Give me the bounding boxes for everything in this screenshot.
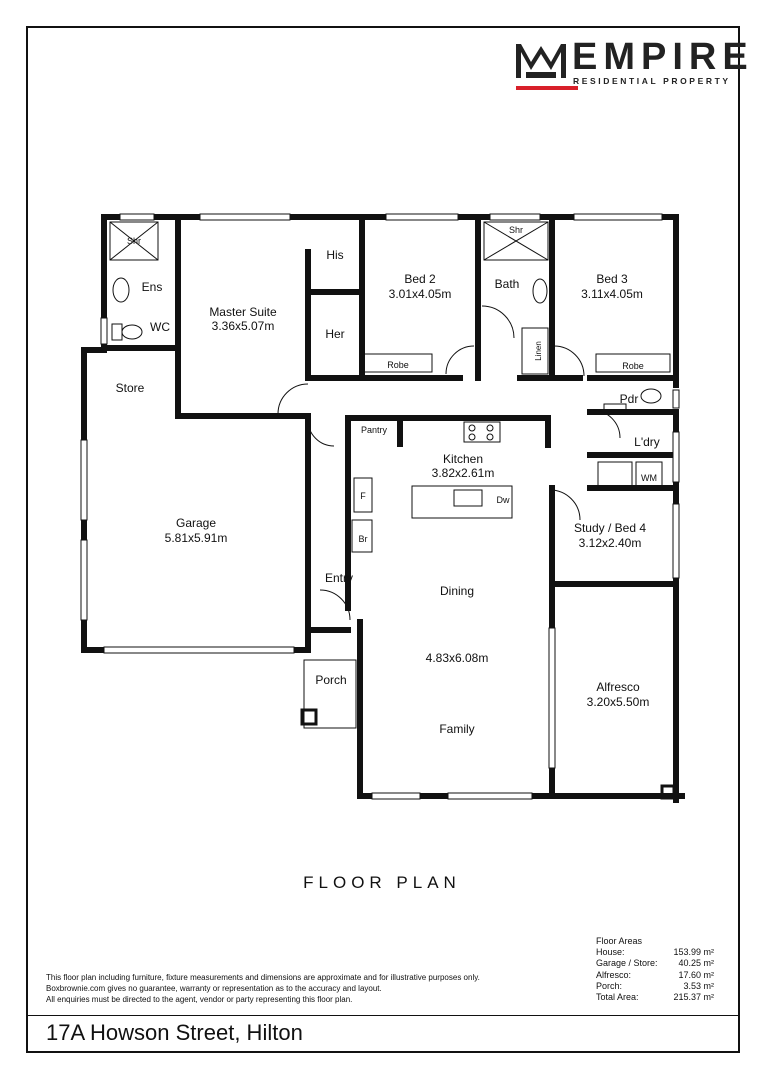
bath-label: Bath <box>495 277 520 291</box>
disclaimer-line: Boxbrownie.com gives no guarantee, warra… <box>46 984 382 993</box>
ensuite-shower-label: Shr <box>127 236 141 246</box>
area-label: Total Area: <box>596 992 639 1003</box>
his-robe-label: His <box>326 248 343 262</box>
area-value: 153.99 m² <box>673 947 714 958</box>
disclaimer: This floor plan including furniture, fix… <box>46 972 566 1005</box>
walls <box>81 214 685 803</box>
area-row: House: 153.99 m² <box>596 947 726 958</box>
broom-cupboard-label: Br <box>359 534 368 544</box>
bed3-robe-label: Robe <box>622 361 644 371</box>
wc-label: WC <box>150 320 170 334</box>
pantry-label: Pantry <box>361 425 388 435</box>
laundry-label: L'dry <box>634 435 660 449</box>
fridge-label: F <box>360 491 366 501</box>
windows <box>80 213 680 800</box>
area-row: Total Area: 215.37 m² <box>596 992 726 1003</box>
area-label: Garage / Store: <box>596 958 658 969</box>
washing-machine-label: WM <box>641 473 657 483</box>
ensuite-label: Ens <box>142 280 163 294</box>
dining-label: Dining <box>440 584 474 598</box>
master-suite-label: Master Suite <box>209 305 277 319</box>
alfresco-label: Alfresco <box>596 680 640 694</box>
her-robe-label: Her <box>325 327 344 341</box>
porch-label: Porch <box>315 673 346 687</box>
study-label: Study / Bed 4 <box>574 521 646 535</box>
brand-accent-bar <box>516 86 578 90</box>
linen-label: Linen <box>534 341 543 361</box>
door-swings <box>277 305 621 621</box>
store-label: Store <box>116 381 145 395</box>
dining-size: 4.83x6.08m <box>426 651 489 665</box>
disclaimer-line: This floor plan including furniture, fix… <box>46 973 480 982</box>
powder-room-label: Pdr <box>620 392 639 406</box>
bed2-label: Bed 2 <box>404 272 436 286</box>
bed2-robe-label: Robe <box>387 360 409 370</box>
plan-title: FLOOR PLAN <box>303 873 461 892</box>
brand-name: EMPIRE <box>572 36 754 78</box>
area-label: Porch: <box>596 980 623 991</box>
entry-label: Entry <box>325 571 353 585</box>
alfresco-size: 3.20x5.50m <box>587 695 650 709</box>
bed3-size: 3.11x4.05m <box>581 287 643 301</box>
area-row: Porch: 3.53 m² <box>596 981 726 992</box>
property-address: 17A Howson Street, Hilton <box>46 1020 303 1045</box>
floor-areas-table: Floor Areas House: 153.99 m² Garage / Sto… <box>596 936 726 1003</box>
crown-icon <box>516 44 566 78</box>
bed3-label: Bed 3 <box>596 272 628 286</box>
area-value: 3.53 m² <box>683 980 714 991</box>
bed2-size: 3.01x4.05m <box>389 287 452 301</box>
kitchen-size: 3.82x2.61m <box>432 466 495 480</box>
bath-shower-label: Shr <box>509 225 523 235</box>
disclaimer-line: All enquiries must be directed to the ag… <box>46 995 353 1004</box>
fixtures <box>109 221 676 800</box>
area-row: Garage / Store: 40.25 m² <box>596 958 726 969</box>
study-size: 3.12x2.40m <box>579 536 642 550</box>
footer-divider <box>28 1015 738 1016</box>
area-label: Alfresco: <box>596 969 632 980</box>
floor-areas-heading: Floor Areas <box>596 936 643 946</box>
area-label: House: <box>596 947 625 958</box>
area-row: Alfresco: 17.60 m² <box>596 970 726 981</box>
garage-size: 5.81x5.91m <box>165 531 228 545</box>
kitchen-label: Kitchen <box>443 452 483 466</box>
family-label: Family <box>439 722 474 736</box>
page-frame <box>26 26 740 1053</box>
brand-tagline: RESIDENTIAL PROPERTY <box>573 76 731 86</box>
area-value: 40.25 m² <box>678 958 714 969</box>
area-value: 17.60 m² <box>678 969 714 980</box>
master-suite-size: 3.36x5.07m <box>212 319 275 333</box>
area-value: 215.37 m² <box>673 992 714 1003</box>
dishwasher-label: Dw <box>497 495 510 505</box>
garage-label: Garage <box>176 516 216 530</box>
brand-logo: EMPIRE RESIDENTIAL PROPERTY <box>516 38 748 90</box>
